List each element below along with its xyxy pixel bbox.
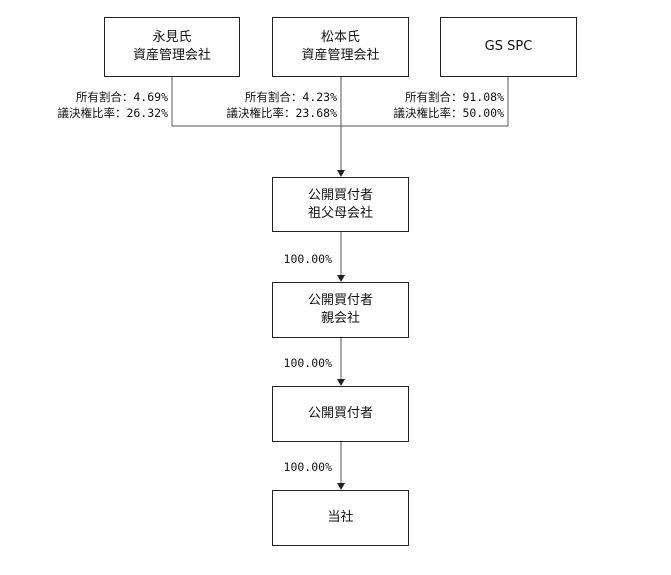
ownership-label-nagami: 所有割合：4.69% 議決権比率：26.32%	[57, 89, 168, 121]
ownership-label-gs-spc: 所有割合：91.08% 議決権比率：50.00%	[393, 89, 504, 121]
shareholder-box-matsumoto: 松本氏 資産管理会社	[272, 17, 409, 77]
shareholder-type: 資産管理会社	[301, 48, 380, 63]
arrowhead-3	[337, 379, 345, 386]
shareholder-type: 資産管理会社	[132, 48, 211, 63]
shareholder-box-gs-spc: GS SPC	[440, 17, 577, 77]
ownership-label-matsumoto: 所有割合：4.23% 議決権比率：23.68%	[226, 89, 337, 121]
shareholder-name: GS SPC	[484, 39, 533, 54]
shareholder-name: 松本氏	[320, 30, 360, 45]
ownership-ratio: 所有割合：4.69%	[75, 90, 168, 104]
shareholder-name: 永見氏	[152, 30, 192, 45]
chain-percentage-3: 100.00%	[283, 460, 332, 474]
voting-ratio: 議決権比率：50.00%	[393, 106, 504, 120]
shareholder-box-nagami: 永見氏 資産管理会社	[104, 17, 240, 77]
company-line1: 公開買付者	[307, 406, 373, 421]
voting-ratio: 議決権比率：23.68%	[226, 106, 337, 120]
parent-company-box: 公開買付者 親会社	[272, 282, 409, 338]
company-line1: 公開買付者	[307, 187, 373, 203]
arrowhead-1	[337, 170, 345, 177]
ownership-ratio: 所有割合：91.08%	[404, 90, 504, 104]
ownership-ratio: 所有割合：4.23%	[244, 90, 337, 104]
company-line2: 祖父母会社	[307, 205, 373, 221]
target-company-box: 当社	[272, 490, 409, 546]
company-line1: 当社	[327, 510, 354, 525]
voting-ratio: 議決権比率：26.32%	[57, 106, 168, 120]
tender-offeror-box: 公開買付者	[272, 386, 409, 442]
chain-percentage-2: 100.00%	[283, 356, 332, 370]
chain-percentage-1: 100.00%	[283, 252, 332, 266]
company-line1: 公開買付者	[307, 293, 373, 308]
arrowhead-2	[337, 275, 345, 282]
company-line2: 親会社	[320, 311, 360, 326]
arrowhead-4	[337, 483, 345, 490]
grandparent-company-box: 公開買付者 祖父母会社	[272, 177, 409, 232]
